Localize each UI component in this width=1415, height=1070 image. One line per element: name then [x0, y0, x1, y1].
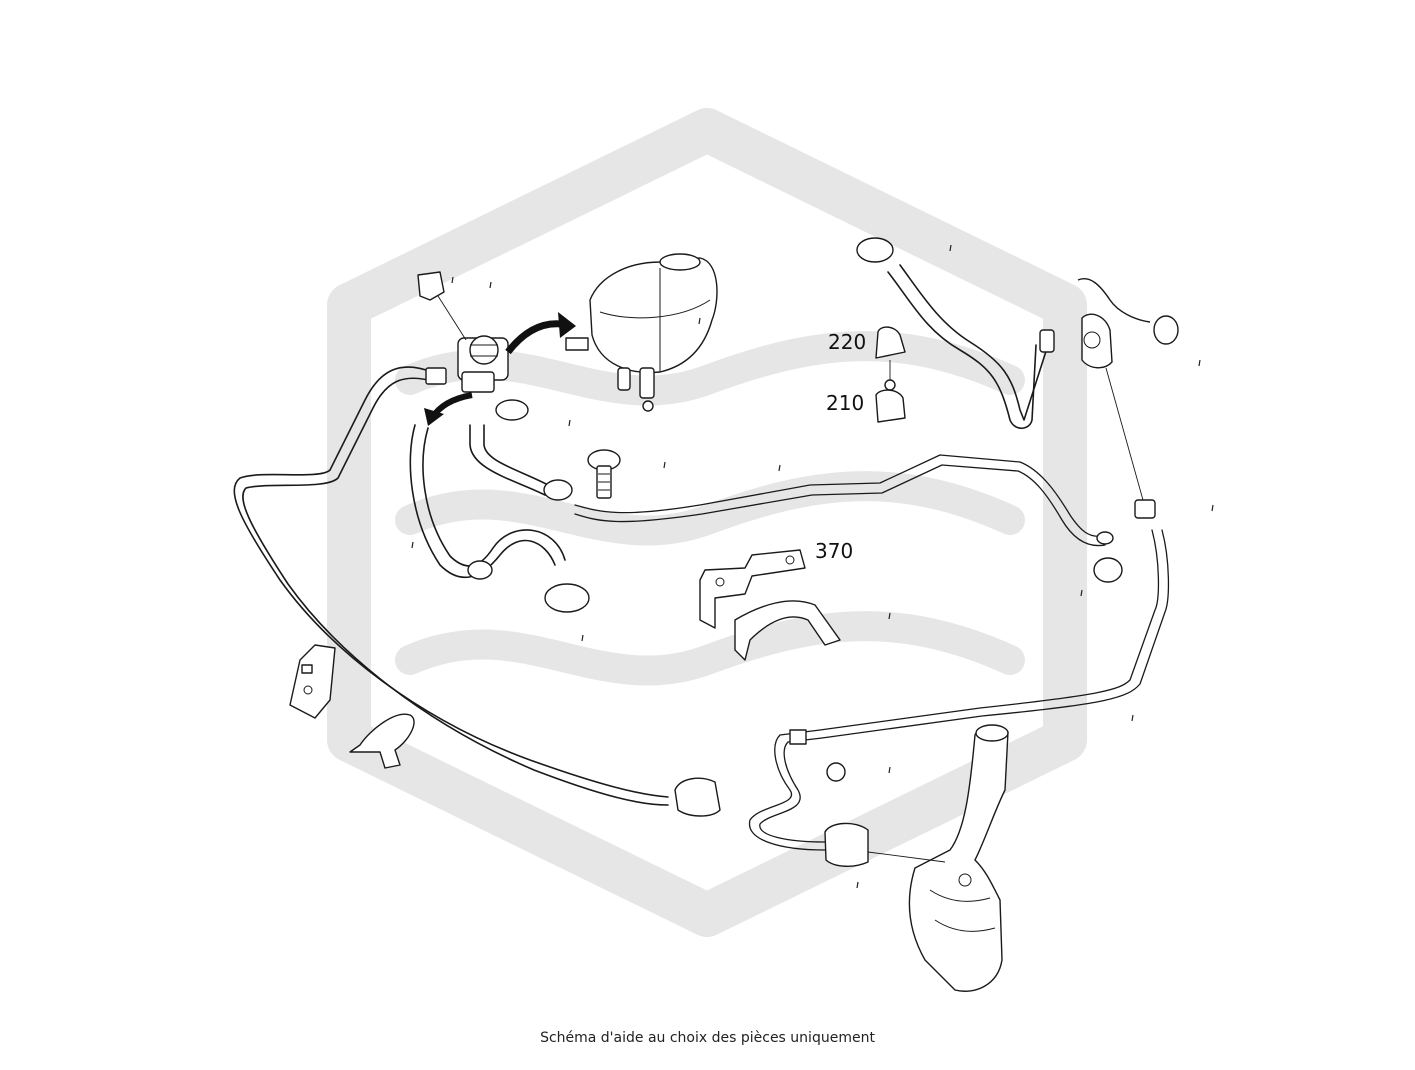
- short-pump-hose: [469, 424, 551, 496]
- left-bracket: [289, 644, 336, 719]
- electric-water-pump: [417, 271, 509, 393]
- callout-370: 370: [815, 539, 853, 563]
- washer-reservoir: [867, 724, 1009, 992]
- main-horizontal-pipe: [574, 454, 1106, 547]
- footer-caption: Schéma d'aide au choix des pièces unique…: [540, 1030, 875, 1046]
- thermostat-housing: [1077, 278, 1151, 501]
- flow-arrows: [424, 312, 576, 426]
- cable-tie: [349, 713, 415, 769]
- bolt: [587, 449, 621, 499]
- expansion-tank: [565, 253, 718, 412]
- bracket-370: [699, 549, 841, 661]
- marker-ticks: [411, 244, 1214, 889]
- bottom-clips: [674, 729, 869, 867]
- right-top-hose: [887, 264, 1049, 430]
- callout-210: 210: [826, 391, 864, 415]
- hose-clamps: [467, 237, 1179, 613]
- left-long-hose: [233, 366, 669, 806]
- right-long-pipe: [748, 529, 1170, 851]
- callout-220: 220: [828, 330, 866, 354]
- clip-210: [875, 389, 906, 423]
